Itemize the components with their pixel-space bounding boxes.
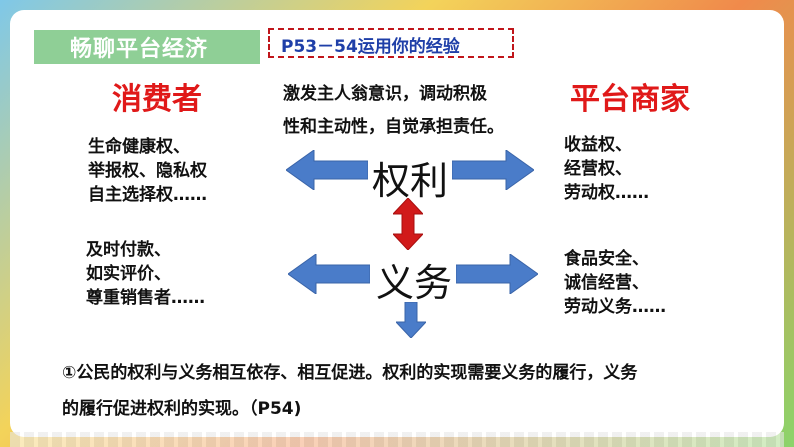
slide-frame xyxy=(10,10,784,437)
arrow-right-rights-icon xyxy=(452,150,534,190)
conclusion-text: ①公民的权利与义务相互依存、相互促进。权利的实现需要义务的履行，义务 的履行促进… xyxy=(62,355,742,427)
duties-label: 义务 xyxy=(376,261,453,305)
decorative-strip xyxy=(10,432,784,447)
reference-box xyxy=(268,28,514,58)
list-item: 举报权、隐私权 xyxy=(88,161,207,181)
merchant-rights-list: 收益权、 经营权、 劳动权…… xyxy=(564,133,649,205)
arrow-left-duties-icon xyxy=(288,254,370,294)
consumer-heading: 消费者 xyxy=(112,82,202,117)
arrow-right-duties-icon xyxy=(456,254,538,294)
list-item: 诚信经营、 xyxy=(564,273,649,293)
bidirectional-arrow-icon xyxy=(393,198,423,250)
slide-title: 畅聊平台经济 xyxy=(70,37,209,62)
middle-line-1: 激发主人翁意识，调动积极 xyxy=(283,84,487,104)
list-item: 及时付款、 xyxy=(86,240,171,260)
middle-statement: 激发主人翁意识，调动积极 性和主动性，自觉承担责任。 xyxy=(283,78,553,144)
merchant-duties-list: 食品安全、 诚信经营、 劳动义务…… xyxy=(564,247,666,319)
merchant-heading: 平台商家 xyxy=(570,82,690,117)
conclusion-line-1: ①公民的权利与义务相互依存、相互促进。权利的实现需要义务的履行，义务 xyxy=(62,363,638,383)
list-item: 自主选择权…… xyxy=(88,185,207,205)
middle-line-2: 性和主动性，自觉承担责任。 xyxy=(283,117,504,137)
reference-label: P53－54运用你的经验 xyxy=(281,37,460,57)
consumer-rights-list: 生命健康权、 举报权、隐私权 自主选择权…… xyxy=(88,135,207,207)
list-item: 如实评价、 xyxy=(86,264,171,284)
list-item: 收益权、 xyxy=(564,135,632,155)
list-item: 食品安全、 xyxy=(564,249,649,269)
rights-label: 权利 xyxy=(372,159,449,203)
arrow-left-rights-icon xyxy=(286,150,368,190)
title-banner xyxy=(34,30,260,64)
list-item: 生命健康权、 xyxy=(88,137,190,157)
consumer-duties-list: 及时付款、 如实评价、 尊重销售者…… xyxy=(86,238,205,310)
list-item: 劳动权…… xyxy=(564,183,649,203)
list-item: 经营权、 xyxy=(564,159,632,179)
arrow-down-duties-icon xyxy=(396,302,426,338)
conclusion-line-2: 的履行促进权利的实现。（P54) xyxy=(62,399,302,419)
list-item: 尊重销售者…… xyxy=(86,288,205,308)
list-item: 劳动义务…… xyxy=(564,297,666,317)
